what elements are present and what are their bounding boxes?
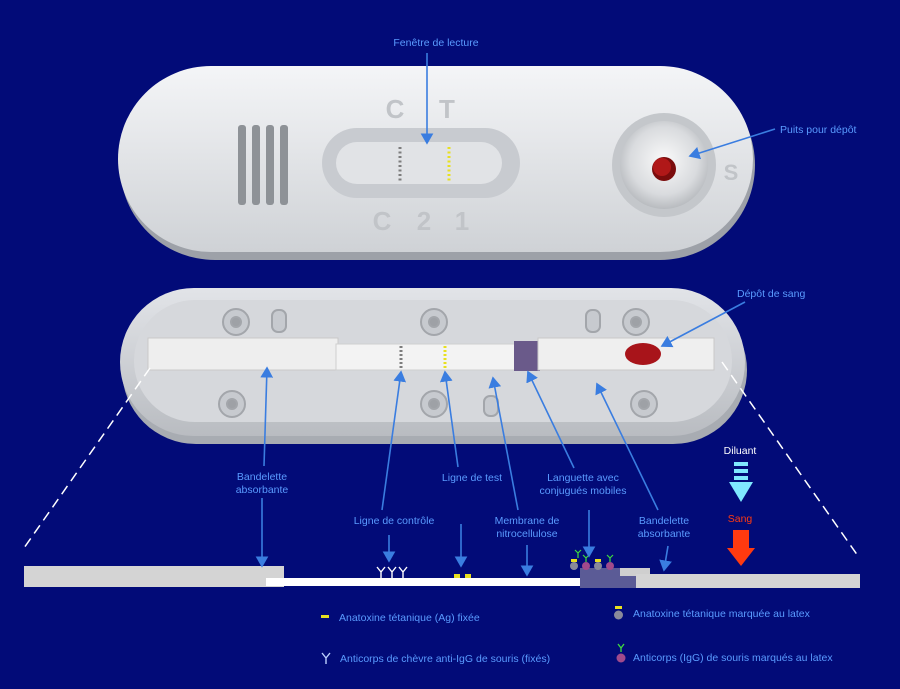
label-languette-1: Languette avec [547, 472, 619, 484]
legend: Anatoxine tétanique (Ag) fixée Anticorps… [321, 606, 833, 665]
fixed-antibodies [376, 566, 408, 578]
legend-antigen-latex: Anatoxine tétanique marquée au latex [633, 608, 811, 620]
label-languette-2: conjugués mobiles [540, 485, 627, 497]
mobile-conjugates [570, 549, 614, 570]
label-ligne-controle: Ligne de contrôle [354, 515, 435, 527]
label-depot-sang: Dépôt de sang [737, 288, 805, 300]
marking-1: 1 [455, 206, 469, 236]
marking-2: 2 [417, 206, 431, 236]
legend-antigen-fixed-symbol [321, 615, 329, 618]
marking-c-bottom: C [373, 206, 392, 236]
fixed-antigen [454, 574, 460, 578]
label-bandelette-left-1: Bandelette [237, 471, 287, 483]
label-diluant: Diluant [724, 445, 757, 457]
label-ligne-test: Ligne de test [442, 472, 502, 484]
grip-lines [238, 125, 288, 205]
legend-goat-antibody: Anticorps de chèvre anti-IgG de souris (… [340, 653, 550, 665]
blood-deposit [625, 343, 661, 365]
marking-s: S [724, 160, 739, 185]
projection-line-right [721, 361, 859, 557]
legend-goat-antibody-symbol [321, 652, 331, 664]
label-sang: Sang [728, 513, 753, 525]
section-absorbent-right [636, 574, 860, 588]
label-puits-depot: Puits pour dépôt [780, 124, 857, 136]
blood-drop-well [653, 158, 671, 176]
legend-mouse-antibody: Anticorps (IgG) de souris marqués au lat… [633, 652, 833, 664]
fixed-antigen [465, 574, 471, 578]
closed-cassette: C T C 2 1 S [118, 66, 755, 260]
label-bandelette-right-2: absorbante [638, 528, 691, 540]
label-membrane-2: nitrocellulose [496, 528, 557, 540]
nitrocellulose-strip [335, 343, 523, 371]
marking-t-top: T [439, 94, 455, 124]
open-cassette [120, 288, 747, 444]
legend-mouse-antibody-symbol [616, 643, 626, 663]
label-fenetre-lecture: Fenêtre de lecture [393, 37, 478, 49]
section-absorbent-left [24, 566, 284, 587]
sang-arrow [727, 530, 755, 566]
absorbent-pad-left [147, 337, 339, 371]
label-bandelette-left-2: absorbante [236, 484, 289, 496]
marking-c-top: C [386, 94, 405, 124]
section-membrane [266, 578, 580, 586]
conjugate-pad [514, 341, 540, 371]
diluant-arrow [729, 462, 753, 502]
reading-window [336, 142, 502, 184]
projection-line-left [23, 367, 151, 549]
cross-section [24, 549, 860, 588]
legend-antigen-fixed: Anatoxine tétanique (Ag) fixée [339, 612, 480, 624]
legend-antigen-latex-symbol [614, 606, 623, 620]
mounting-posts [218, 308, 658, 418]
label-bandelette-right-1: Bandelette [639, 515, 689, 527]
label-membrane-1: Membrane de [495, 515, 560, 527]
